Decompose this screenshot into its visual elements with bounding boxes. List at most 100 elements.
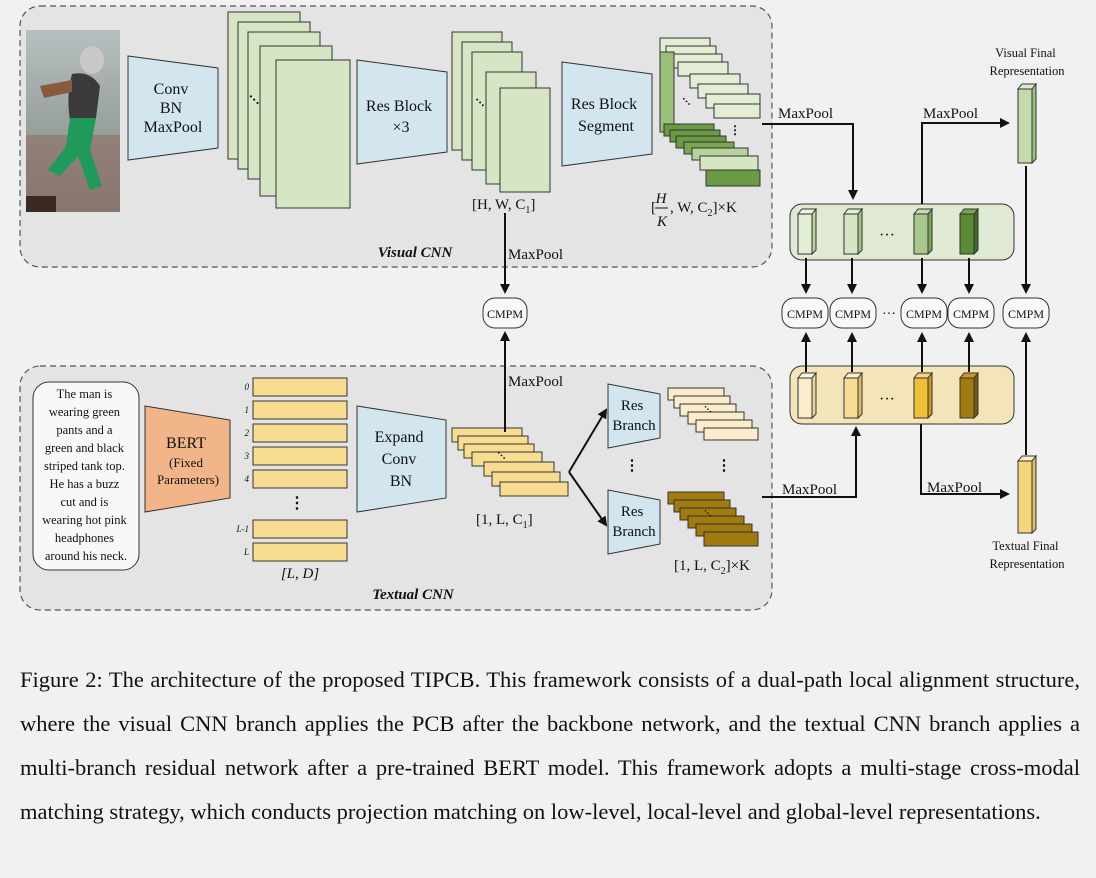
svg-text:K: K [656,214,668,230]
visual-pooled-panel [789,203,1015,261]
textual-part-ellipsis: ··· [879,391,895,408]
token-embeddings [252,377,348,562]
expand-bn-label: BN [390,473,413,490]
textual-final-vector [1016,454,1038,535]
res-block-segment-label-2: Segment [578,118,635,135]
branch-dims-label: [1, L, C2]×K [674,558,750,577]
person-image [26,30,120,212]
token-index-4: 4 [245,474,250,484]
res-branch-top [607,383,661,449]
token-vertical-ellipsis: ⋮ [289,495,305,512]
res-branch-top-label-2: Branch [612,418,656,434]
visual-part-vectors [796,207,980,256]
res-block-segment-label-1: Res Block [571,96,637,113]
textual-cnn-label: Textual CNN [372,587,455,603]
cmpm-local-2-label: CMPM [835,307,871,321]
res-branch-bottom-label-2: Branch [612,524,656,540]
feature-map-stack-1 [227,11,351,209]
sentence-box [32,381,140,571]
svg-text:Expand Conv BN: Expand Conv BN [375,429,428,490]
res-branch-bottom [607,489,661,555]
res-block-label: Res Block [366,98,432,115]
visual-final-label-2: Representation [990,64,1066,78]
cmpm-local-k [947,297,995,329]
svg-text:[: [ [651,200,656,216]
res-block-x3 [356,59,448,165]
token-index-0: 0 [245,382,250,392]
cmpm-local-2 [829,297,877,329]
svg-text:, W, C2]×K: , W, C2]×K [670,200,737,219]
maxpool-label-textual-low: MaxPool [508,374,563,390]
svg-text:Textual Final Representati: Textual Final Representation [990,539,1066,571]
segment-dims-label: [ H K , W, C2]×K [651,191,737,230]
architecture-diagram: Conv BN MaxPool ··· Res Block ×3 ··· [H,… [19,5,1066,611]
expanded-feature-stack [451,427,569,497]
segment-stack-bottom [663,123,761,187]
maxpool-label-visual-global: MaxPool [923,106,978,122]
res-branch-bottom-label-1: Res [621,504,644,520]
maxpool-label-textual-global: MaxPool [927,480,982,496]
svg-text:H: H [655,191,668,207]
res-block-times-label: ×3 [392,119,409,136]
feature-dims-label: [H, W, C1] [472,197,535,216]
expand-dims-label: [1, L, C1] [476,512,533,531]
cmpm-local-k-1 [900,297,948,329]
sentence-text: The man is wearing green pants and a gre… [42,387,130,563]
svg-text:Res Block ×3: Res Block ×3 [366,98,436,136]
cmpm-local-ellipsis: ··· [882,307,896,322]
cmpm-local-1 [781,297,829,329]
maxpool-label-visual-local: MaxPool [778,106,833,122]
res-block-segment [561,61,653,167]
token-index-3: 3 [244,451,250,461]
maxpool-label: MaxPool [144,119,203,136]
token-index-l: L [243,547,249,557]
visual-final-vector [1016,82,1038,165]
svg-text:Res Branch: Res Branch [612,398,656,434]
svg-text:Res Branch: Res Branch [612,504,656,540]
cmpm-local-k-label: CMPM [953,307,989,321]
maxpool-label-textual-local: MaxPool [782,482,837,498]
expand-conv-bn-block [356,405,447,513]
cmpm-local-1-label: CMPM [787,307,823,321]
expand-label: Expand [375,429,424,446]
embedding-dims-label: [L, D] [281,566,320,582]
cmpm-low-level-label: CMPM [487,307,523,321]
token-index-l-1: L-1 [235,524,249,534]
visual-final-label-1: Visual Final [995,46,1056,60]
maxpool-label-visual-low: MaxPool [508,247,563,263]
svg-text:BERT (Fixed Parameters: BERT (Fixed Parameters) [157,435,219,487]
conv-label: Conv [154,81,189,98]
textual-final-label-1: Textual Final [992,539,1059,553]
bert-label: BERT [166,435,206,452]
svg-text:Res Block Segment: Res Block Segment [571,96,641,135]
segment-stack-top [659,37,761,133]
cmpm-global [1002,297,1050,329]
bert-fixed-label: (Fixed [169,455,203,470]
segment-vertical-ellipsis: ⋮ [729,123,741,137]
token-index-2: 2 [245,428,250,438]
feature-map-stack-2 [451,31,551,193]
branch-stack-vertical-ellipsis: ⋮ [717,458,732,474]
textual-final-label-2: Representation [990,557,1066,571]
bert-params-label: Parameters) [157,472,219,487]
bert-block [144,405,231,513]
textual-part-vectors [796,371,980,420]
expand-conv-label: Conv [382,451,417,468]
cmpm-low-level [482,297,528,329]
token-index-1: 1 [245,405,250,415]
branch-stack-bottom [667,491,759,547]
res-branch-top-label-1: Res [621,398,644,414]
conv-bn-maxpool-block [127,55,219,161]
svg-text:Conv BN MaxPool: Conv BN MaxPool [144,81,203,136]
visual-cnn-label: Visual CNN [378,245,454,261]
bn-label: BN [160,100,183,117]
visual-part-ellipsis: ··· [879,227,895,244]
cmpm-global-label: CMPM [1008,307,1044,321]
cmpm-local-row [781,297,995,329]
cmpm-local-k-1-label: CMPM [906,307,942,321]
textual-pooled-panel [789,365,1015,425]
svg-text:Visual Final Representatio: Visual Final Representation [990,46,1066,78]
figure-caption: Figure 2: The architecture of the propos… [20,667,1080,824]
res-branch-vertical-ellipsis: ⋮ [625,458,640,474]
branch-stack-top [667,387,759,441]
